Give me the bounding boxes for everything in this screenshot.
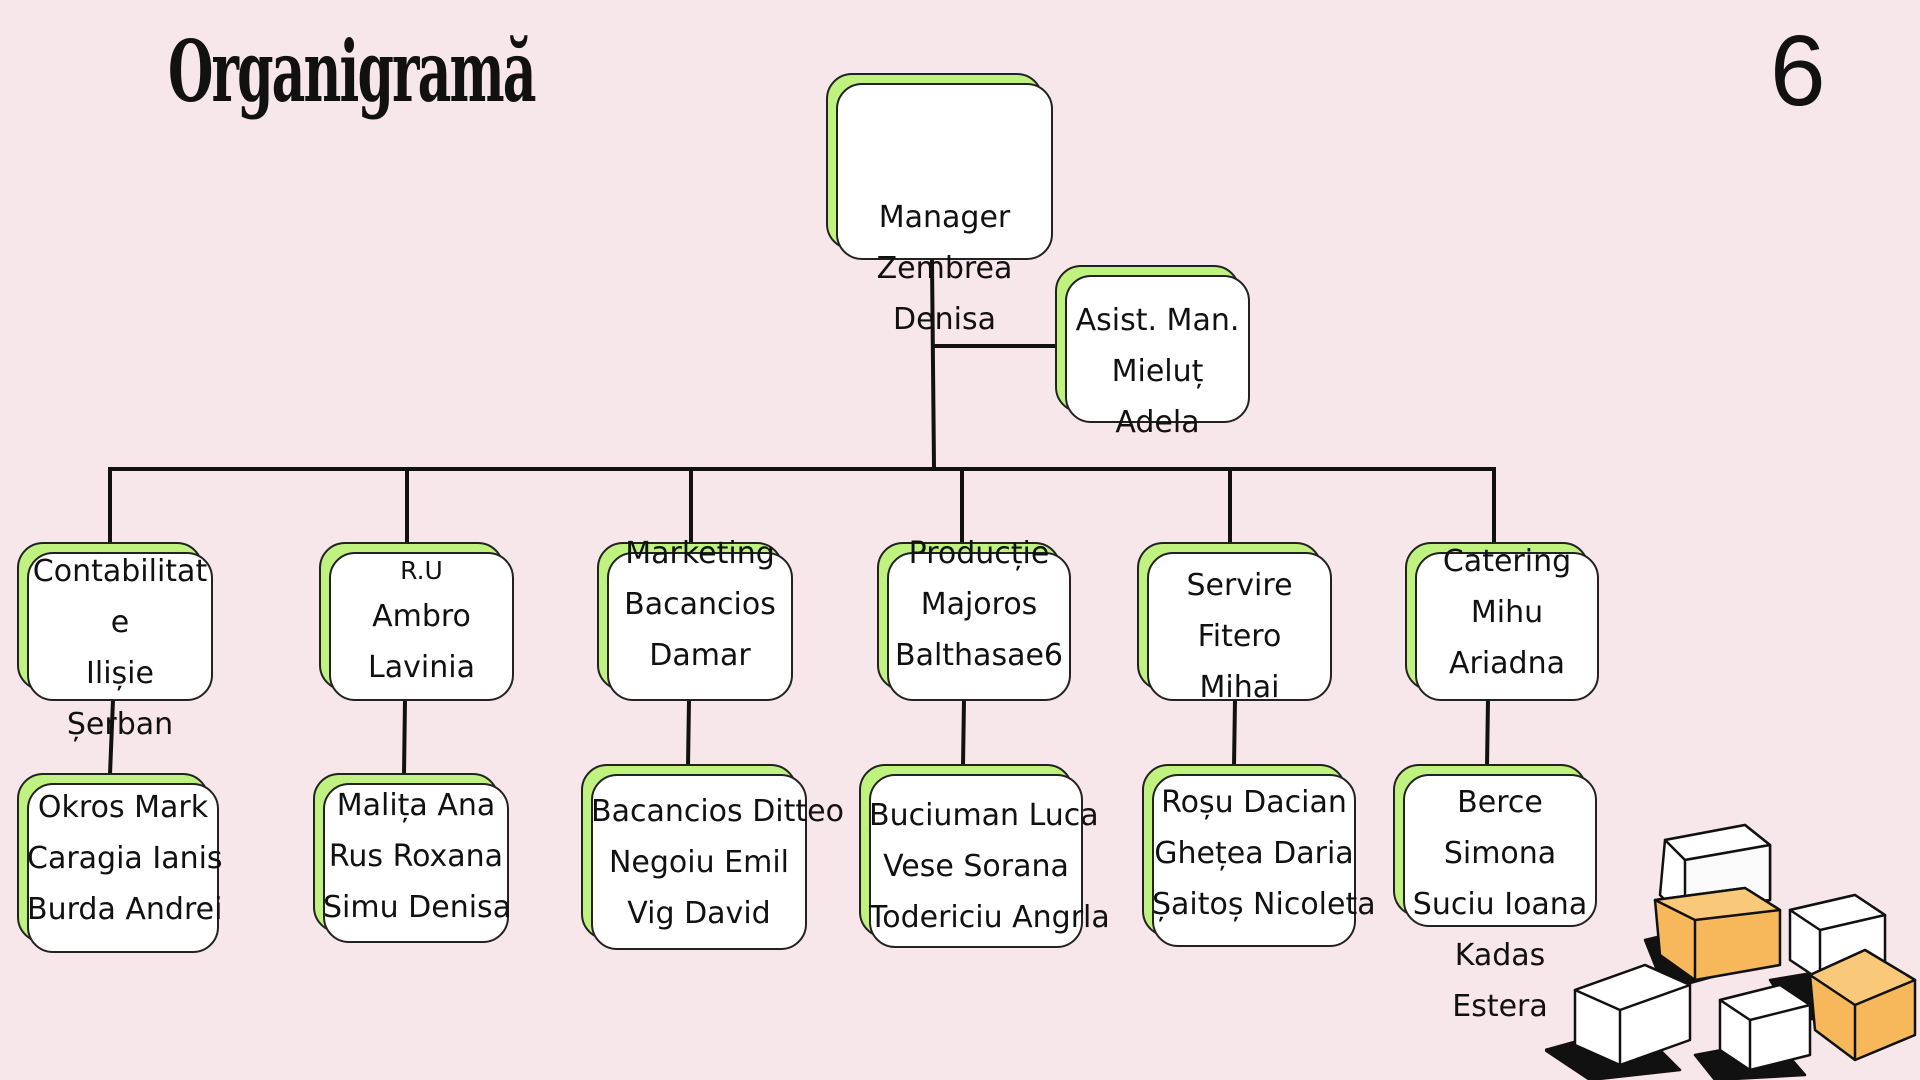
staff-member: Estera <box>1452 989 1548 1024</box>
staff-text: Malița Ana Rus Roxana Simu Denisa <box>323 780 512 933</box>
staff-member: Roșu Dacian <box>1161 785 1347 820</box>
staff-box-marketing: Bacancios Ditteo Negoiu Emil Vig David <box>581 764 844 950</box>
staff-member: Vig David <box>627 896 771 931</box>
staff-box-catering: Berce Simona Suciu Ioana Kadas Estera <box>1393 764 1597 1024</box>
department-box-servire: Servire Fitero Mihai <box>1137 542 1332 705</box>
staff-member: Simona <box>1443 836 1557 871</box>
staff-member: Malița Ana <box>336 788 496 823</box>
department-text: Catering Mihu Ariadna <box>1415 536 1599 689</box>
manager-role: Manager <box>878 200 1011 235</box>
box-card <box>1415 552 1599 701</box>
staff-box-productie: Buciuman Luca Vese Sorana Todericiu Angr… <box>859 764 1110 948</box>
department-head-line2: Damar <box>649 638 751 673</box>
box-card <box>836 83 1053 260</box>
assistant-text: Asist. Man. Mieluț Adela <box>1065 295 1250 448</box>
staff-member: Vese Sorana <box>883 849 1069 884</box>
manager-name-line2: Denisa <box>893 302 996 337</box>
department-role: Catering <box>1442 544 1572 579</box>
box-card <box>329 552 514 701</box>
staff-member: Okros Mark <box>37 790 209 825</box>
department-head-line1: Fitero <box>1197 619 1282 654</box>
staff-text: Roșu Dacian Ghețea Daria Șaitoș Nicoleta <box>1152 777 1376 930</box>
box-card <box>591 774 807 950</box>
staff-member: Șaitoș Nicoleta <box>1152 887 1376 922</box>
staff-member: Suciu Ioana <box>1412 887 1588 922</box>
department-box-productie: Producție Majoros Balthasae6 <box>877 536 1071 701</box>
department-head-line2: Ariadna <box>1448 646 1565 681</box>
staff-text: Bacancios Ditteo Negoiu Emil Vig David <box>591 786 844 939</box>
staff-member: Caragia Ianis <box>27 841 223 876</box>
box-card <box>27 552 213 701</box>
box-card <box>1403 774 1597 927</box>
staff-member: Ghețea Daria <box>1154 836 1354 871</box>
department-role: R.U <box>400 556 443 585</box>
box-card <box>27 783 219 953</box>
staff-box-ru: Malița Ana Rus Roxana Simu Denisa <box>313 773 511 943</box>
department-head-line1: Ambro <box>372 599 471 634</box>
staff-line-ru <box>401 697 408 777</box>
staff-member: Todericiu Angrla <box>869 900 1110 935</box>
department-text: Producție Majoros Balthasae6 <box>887 528 1071 681</box>
staff-text: Berce Simona Suciu Ioana Kadas Estera <box>1403 777 1597 1032</box>
department-text: Contabilitat e Ilișie Șerban <box>27 546 213 750</box>
slide-number: 6 <box>1770 15 1826 127</box>
assistant-name-line2: Adela <box>1115 405 1200 440</box>
box-card <box>887 552 1071 701</box>
staff-member: Berce <box>1457 785 1543 820</box>
department-box-contabilitate: Contabilitat e Ilișie Șerban <box>17 542 213 742</box>
staff-text: Okros Mark Caragia Ianis Burda Andrei <box>27 782 223 935</box>
department-box-marketing: Marketing Bacancios Damar <box>597 536 793 701</box>
department-head-line1: Ilișie <box>86 656 154 691</box>
department-head-line1: Mihu <box>1470 595 1544 630</box>
staff-box-servire: Roșu Dacian Ghețea Daria Șaitoș Nicoleta <box>1142 764 1376 947</box>
manager-trunk-line <box>929 259 937 470</box>
staff-member: Buciuman Luca <box>869 798 1099 833</box>
box-card <box>607 552 793 701</box>
department-text: R.U Ambro Lavinia <box>329 551 514 693</box>
box-card <box>1065 275 1250 423</box>
box-card <box>869 774 1083 948</box>
department-role-wrap: e <box>110 605 130 640</box>
assistant-box: Asist. Man. Mieluț Adela <box>1055 265 1250 440</box>
box-card <box>323 783 509 943</box>
department-role: Marketing <box>625 536 775 571</box>
staff-member: Rus Roxana <box>328 839 504 874</box>
staff-line-productie <box>960 697 967 769</box>
staff-line-catering <box>1484 697 1491 769</box>
department-head-line2: Lavinia <box>368 650 475 685</box>
department-box-catering: Catering Mihu Ariadna <box>1405 542 1599 701</box>
staff-text: Buciuman Luca Vese Sorana Todericiu Angr… <box>869 790 1110 943</box>
department-text: Marketing Bacancios Damar <box>607 528 793 681</box>
staff-line-contabilitate <box>107 697 116 777</box>
box-card <box>1152 774 1356 947</box>
assistant-name-line1: Mieluț <box>1111 354 1204 389</box>
assistant-role: Asist. Man. <box>1075 303 1240 338</box>
box-card <box>1147 552 1332 701</box>
staff-member: Bacancios Ditteo <box>591 794 844 829</box>
department-head-line1: Bacancios <box>624 587 776 622</box>
department-role: Servire <box>1186 568 1293 603</box>
department-role: Contabilitat <box>32 554 208 589</box>
department-head-line2: Mihai <box>1199 670 1280 705</box>
sugar-cubes-illustration <box>1545 823 1917 1080</box>
department-box-ru: R.U Ambro Lavinia <box>319 542 514 701</box>
staff-line-servire <box>1231 697 1238 769</box>
staff-member: Burda Andrei <box>27 892 223 927</box>
department-head-line2: Șerban <box>66 707 174 742</box>
slide-title: Organigramă <box>168 22 536 121</box>
department-head-line2: Balthasae6 <box>894 638 1064 673</box>
department-text: Servire Fitero Mihai <box>1147 560 1332 713</box>
department-head-line1: Majoros <box>920 587 1038 622</box>
manager-box: Manager Zembrea Denisa <box>826 73 1053 337</box>
staff-box-contabilitate: Okros Mark Caragia Ianis Burda Andrei <box>17 773 223 953</box>
staff-member: Simu Denisa <box>323 890 512 925</box>
department-role: Producție <box>908 536 1050 571</box>
staff-member: Negoiu Emil <box>608 845 790 880</box>
manager-text: Manager Zembrea Denisa <box>836 192 1053 345</box>
staff-member: Kadas <box>1454 938 1546 973</box>
manager-name-line1: Zembrea <box>876 251 1013 286</box>
staff-line-marketing <box>685 697 692 769</box>
